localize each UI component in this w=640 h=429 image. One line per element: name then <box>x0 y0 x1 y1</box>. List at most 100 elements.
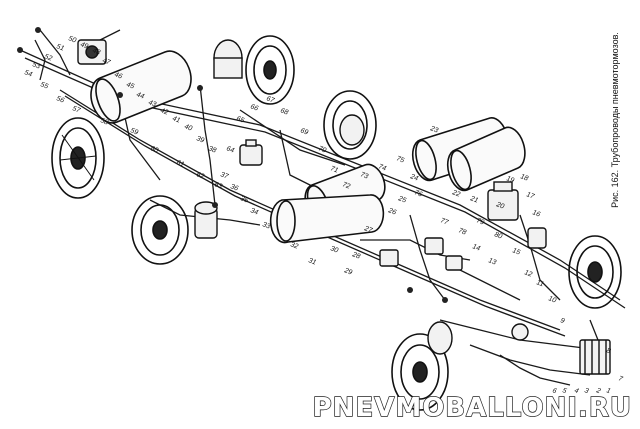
callout-label-30: 30 <box>329 245 339 254</box>
callout-label-62: 62 <box>195 171 205 180</box>
callout-label-74: 74 <box>377 163 387 172</box>
callout-label-79: 79 <box>475 217 485 226</box>
air-reservoirs <box>90 50 526 244</box>
brake-chamber-rear-left <box>427 321 453 355</box>
callout-label-78: 78 <box>457 227 467 236</box>
valves-and-chambers <box>77 39 611 375</box>
brake-chamber-front-right <box>213 39 243 79</box>
callout-label-48: 48 <box>91 47 101 56</box>
callout-label-20: 20 <box>494 201 505 211</box>
callout-label-47: 47 <box>101 57 112 67</box>
callout-label-32: 32 <box>289 241 299 250</box>
callout-label-46: 46 <box>113 71 123 80</box>
callout-label-22: 22 <box>450 189 461 199</box>
valve-middle-3 <box>445 255 463 271</box>
callout-label-26: 26 <box>386 207 397 217</box>
callout-label-4: 4 <box>573 387 579 395</box>
callout-label-49: 49 <box>79 41 89 50</box>
callout-label-60: 60 <box>149 145 159 154</box>
callout-label-13: 13 <box>487 257 497 266</box>
callout-label-73: 73 <box>359 171 369 180</box>
brake-drum-front-right <box>245 35 295 105</box>
figure-caption: Рис. 162. Трубопроводы пневмотормозов. <box>610 32 620 208</box>
compressor-unit <box>77 39 107 65</box>
callout-label-56: 56 <box>55 95 65 104</box>
pressure-regulator <box>527 227 547 249</box>
callout-label-55: 55 <box>39 81 49 90</box>
callout-label-76: 76 <box>413 189 423 198</box>
callout-label-45: 45 <box>125 81 135 90</box>
callout-label-72: 72 <box>341 181 351 190</box>
callout-label-15: 15 <box>511 247 521 256</box>
callout-label-69: 69 <box>299 127 309 136</box>
watermark-text: PNEVMOBALLONI.RU <box>313 393 632 423</box>
callout-label-52: 52 <box>43 53 53 62</box>
callout-label-80: 80 <box>493 231 503 240</box>
brake-valve-center <box>239 139 263 166</box>
callout-label-31: 31 <box>307 257 317 266</box>
callout-label-68: 68 <box>279 107 289 116</box>
callout-label-18: 18 <box>519 173 529 182</box>
callout-label-54: 54 <box>23 69 33 78</box>
brake-drum-rear-right <box>568 235 622 309</box>
callout-label-23: 23 <box>428 125 439 135</box>
callout-label-67: 67 <box>265 95 276 105</box>
callout-label-63: 63 <box>213 181 223 190</box>
coupling-head-rear <box>511 323 529 341</box>
callout-label-24: 24 <box>408 173 419 183</box>
callout-label-3: 3 <box>583 387 589 395</box>
callout-label-10: 10 <box>547 295 557 304</box>
callout-label-42: 42 <box>159 107 169 116</box>
brake-drum-middle-left <box>131 195 189 265</box>
callout-label-57: 57 <box>71 105 82 115</box>
callout-label-64: 64 <box>225 145 235 154</box>
callout-label-34: 34 <box>249 207 259 216</box>
callout-label-6: 6 <box>551 387 557 395</box>
callout-label-27: 27 <box>362 225 374 235</box>
brake-chamber-middle-left <box>194 201 218 239</box>
callout-label-25: 25 <box>396 195 407 205</box>
pipe-fitting-block-rear <box>579 339 611 375</box>
valve-middle-1 <box>379 249 399 267</box>
callout-label-14: 14 <box>471 243 481 252</box>
callout-label-53: 53 <box>31 61 41 70</box>
callout-label-66: 66 <box>249 103 259 112</box>
callout-label-77: 77 <box>439 217 450 227</box>
valve-middle-2 <box>424 237 444 255</box>
callout-label-5: 5 <box>561 387 567 395</box>
callout-label-11: 11 <box>535 279 544 288</box>
callout-label-12: 12 <box>523 269 533 278</box>
reservoir-front-left <box>90 50 192 124</box>
callout-label-1: 1 <box>605 387 611 395</box>
callout-label-28: 28 <box>350 251 361 261</box>
callout-label-50: 50 <box>67 35 77 44</box>
callout-label-37: 37 <box>219 171 230 181</box>
callout-label-41: 41 <box>171 115 181 124</box>
callout-label-75: 75 <box>395 155 405 164</box>
callout-label-16: 16 <box>531 209 541 218</box>
callout-label-70: 70 <box>317 145 327 154</box>
callout-label-2: 2 <box>594 387 601 395</box>
callout-label-35: 35 <box>239 195 249 204</box>
brake-drum-rear-left <box>391 333 449 411</box>
callout-label-21: 21 <box>468 195 479 205</box>
callout-label-40: 40 <box>183 123 193 132</box>
callout-label-71: 71 <box>329 165 339 174</box>
callout-label-17: 17 <box>525 191 536 201</box>
callout-label-51: 51 <box>55 43 65 52</box>
callout-label-58: 58 <box>99 117 109 126</box>
valve-block-rear <box>487 181 519 221</box>
brake-drum-front-left <box>51 117 105 199</box>
callout-label-33: 33 <box>261 221 271 230</box>
callout-label-43: 43 <box>147 99 157 108</box>
callout-label-19: 19 <box>505 175 515 184</box>
callout-label-7: 7 <box>617 375 624 383</box>
callout-label-8: 8 <box>605 347 611 355</box>
callout-label-29: 29 <box>342 267 353 277</box>
callout-label-65: 65 <box>235 115 245 124</box>
callout-label-44: 44 <box>135 91 145 100</box>
brake-drums <box>51 35 622 411</box>
brake-chamber-middle-right <box>339 114 365 146</box>
